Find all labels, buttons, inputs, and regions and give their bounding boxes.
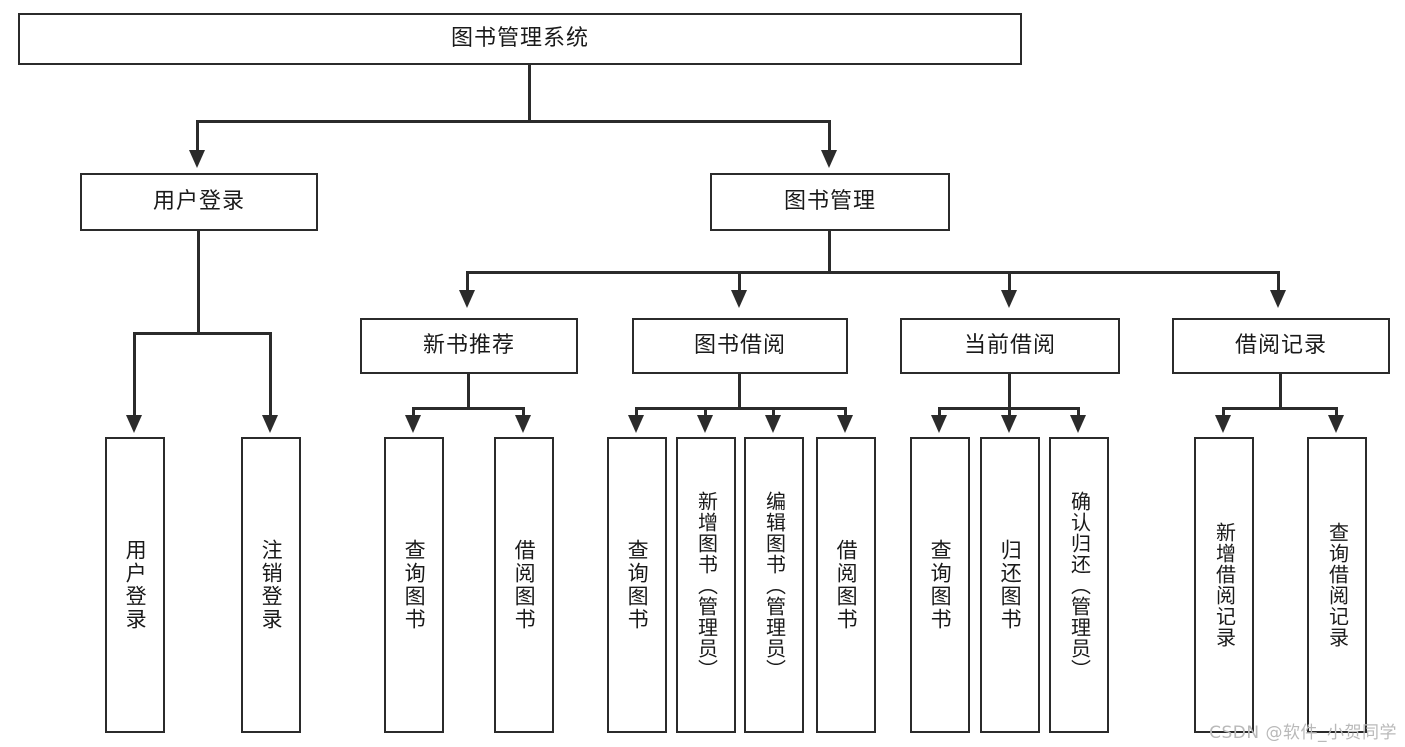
arrow-book-borrow-to-leaf-2 xyxy=(697,415,713,433)
leaf-add-book[interactable]: 新增图书（管理员） xyxy=(676,437,736,733)
edge-borrow-record-to-leaf-1 xyxy=(1222,407,1225,418)
edge-root-trunk xyxy=(528,65,531,122)
edge-new-book-bar xyxy=(412,407,525,410)
edge-book-borrow-trunk xyxy=(738,374,741,410)
edge-user-login-bar xyxy=(133,332,272,335)
leaf-borrow-book-2-label: 借阅图书 xyxy=(834,539,859,631)
edge-root-to-user-login xyxy=(196,120,199,153)
edge-borrow-record-bar xyxy=(1222,407,1338,410)
leaf-logout-login[interactable]: 注销登录 xyxy=(241,437,301,733)
node-book-management-label: 图书管理 xyxy=(783,188,876,214)
edge-book-management-bar xyxy=(466,271,1280,274)
edge-book-borrow-to-leaf-3 xyxy=(772,407,775,418)
leaf-logout-login-label: 注销登录 xyxy=(259,539,284,631)
leaf-add-record[interactable]: 新增借阅记录 xyxy=(1194,437,1254,733)
leaf-user-login[interactable]: 用户登录 xyxy=(105,437,165,733)
node-borrow-record-label: 借阅记录 xyxy=(1234,332,1327,358)
node-new-book-recommend-label: 新书推荐 xyxy=(422,332,515,358)
node-root-label: 图书管理系统 xyxy=(450,25,589,51)
edge-user-login-to-leaf-1 xyxy=(133,332,136,418)
edge-new-book-to-leaf-2 xyxy=(522,407,525,418)
leaf-query-book-1-label: 查询图书 xyxy=(402,539,427,631)
edge-borrow-record-trunk xyxy=(1279,374,1282,410)
leaf-add-book-label: 新增图书（管理员） xyxy=(694,490,719,680)
edge-book-management-trunk xyxy=(828,231,831,274)
leaf-confirm-return[interactable]: 确认归还（管理员） xyxy=(1049,437,1109,733)
arrow-bm-to-borrow-record xyxy=(1270,290,1286,308)
leaf-borrow-book-1-label: 借阅图书 xyxy=(512,539,537,631)
leaf-edit-book-label: 编辑图书（管理员） xyxy=(762,490,787,680)
arrow-book-borrow-to-leaf-4 xyxy=(837,415,853,433)
arrow-user-login-to-leaf-1 xyxy=(126,415,142,433)
arrow-user-login-to-leaf-2 xyxy=(262,415,278,433)
node-book-borrow[interactable]: 图书借阅 xyxy=(632,318,848,374)
node-current-borrow-label: 当前借阅 xyxy=(963,332,1056,358)
leaf-query-book-3[interactable]: 查询图书 xyxy=(910,437,970,733)
arrow-borrow-record-to-leaf-2 xyxy=(1328,415,1344,433)
node-borrow-record[interactable]: 借阅记录 xyxy=(1172,318,1390,374)
node-user-login[interactable]: 用户登录 xyxy=(80,173,318,231)
edge-current-borrow-to-leaf-2 xyxy=(1008,407,1011,418)
node-book-management[interactable]: 图书管理 xyxy=(710,173,950,231)
edge-new-book-to-leaf-1 xyxy=(412,407,415,418)
edge-current-borrow-to-leaf-1 xyxy=(938,407,941,418)
edge-bm-to-new-book xyxy=(466,271,469,293)
leaf-add-record-label: 新增借阅记录 xyxy=(1212,522,1237,648)
node-book-borrow-label: 图书借阅 xyxy=(693,332,786,358)
node-user-login-label: 用户登录 xyxy=(152,188,245,214)
edge-current-borrow-trunk xyxy=(1008,374,1011,410)
edge-user-login-to-leaf-2 xyxy=(269,332,272,418)
edge-book-borrow-bar xyxy=(635,407,847,410)
leaf-query-book-2[interactable]: 查询图书 xyxy=(607,437,667,733)
edge-user-login-trunk xyxy=(197,231,200,334)
arrow-current-borrow-to-leaf-3 xyxy=(1070,415,1086,433)
edge-borrow-record-to-leaf-2 xyxy=(1335,407,1338,418)
leaf-edit-book[interactable]: 编辑图书（管理员） xyxy=(744,437,804,733)
leaf-query-book-3-label: 查询图书 xyxy=(928,539,953,631)
edge-bm-to-current-borrow xyxy=(1008,271,1011,293)
node-root[interactable]: 图书管理系统 xyxy=(18,13,1022,65)
leaf-user-login-label: 用户登录 xyxy=(123,539,148,631)
edge-current-borrow-to-leaf-3 xyxy=(1077,407,1080,418)
edge-book-borrow-to-leaf-1 xyxy=(635,407,638,418)
arrow-bm-to-new-book xyxy=(459,290,475,308)
arrow-root-to-user-login xyxy=(189,150,205,168)
leaf-query-book-2-label: 查询图书 xyxy=(625,539,650,631)
arrow-borrow-record-to-leaf-1 xyxy=(1215,415,1231,433)
arrow-new-book-to-leaf-1 xyxy=(405,415,421,433)
edge-root-to-book-management xyxy=(828,120,831,153)
arrow-bm-to-current-borrow xyxy=(1001,290,1017,308)
arrow-current-borrow-to-leaf-2 xyxy=(1001,415,1017,433)
leaf-query-book-1[interactable]: 查询图书 xyxy=(384,437,444,733)
edge-book-borrow-to-leaf-2 xyxy=(704,407,707,418)
node-current-borrow[interactable]: 当前借阅 xyxy=(900,318,1120,374)
edge-new-book-trunk xyxy=(467,374,470,410)
leaf-return-book[interactable]: 归还图书 xyxy=(980,437,1040,733)
arrow-root-to-book-management xyxy=(821,150,837,168)
edge-book-borrow-to-leaf-4 xyxy=(844,407,847,418)
leaf-confirm-return-label: 确认归还（管理员） xyxy=(1067,490,1092,680)
leaf-query-record[interactable]: 查询借阅记录 xyxy=(1307,437,1367,733)
arrow-bm-to-book-borrow xyxy=(731,290,747,308)
leaf-borrow-book-2[interactable]: 借阅图书 xyxy=(816,437,876,733)
arrow-book-borrow-to-leaf-1 xyxy=(628,415,644,433)
arrow-new-book-to-leaf-2 xyxy=(515,415,531,433)
node-new-book-recommend[interactable]: 新书推荐 xyxy=(360,318,578,374)
arrow-book-borrow-to-leaf-3 xyxy=(765,415,781,433)
leaf-query-record-label: 查询借阅记录 xyxy=(1325,522,1350,648)
edge-bm-to-book-borrow xyxy=(738,271,741,293)
leaf-return-book-label: 归还图书 xyxy=(998,539,1023,631)
edge-bm-to-borrow-record xyxy=(1277,271,1280,293)
arrow-current-borrow-to-leaf-1 xyxy=(931,415,947,433)
leaf-borrow-book-1[interactable]: 借阅图书 xyxy=(494,437,554,733)
edge-root-bar xyxy=(196,120,831,123)
